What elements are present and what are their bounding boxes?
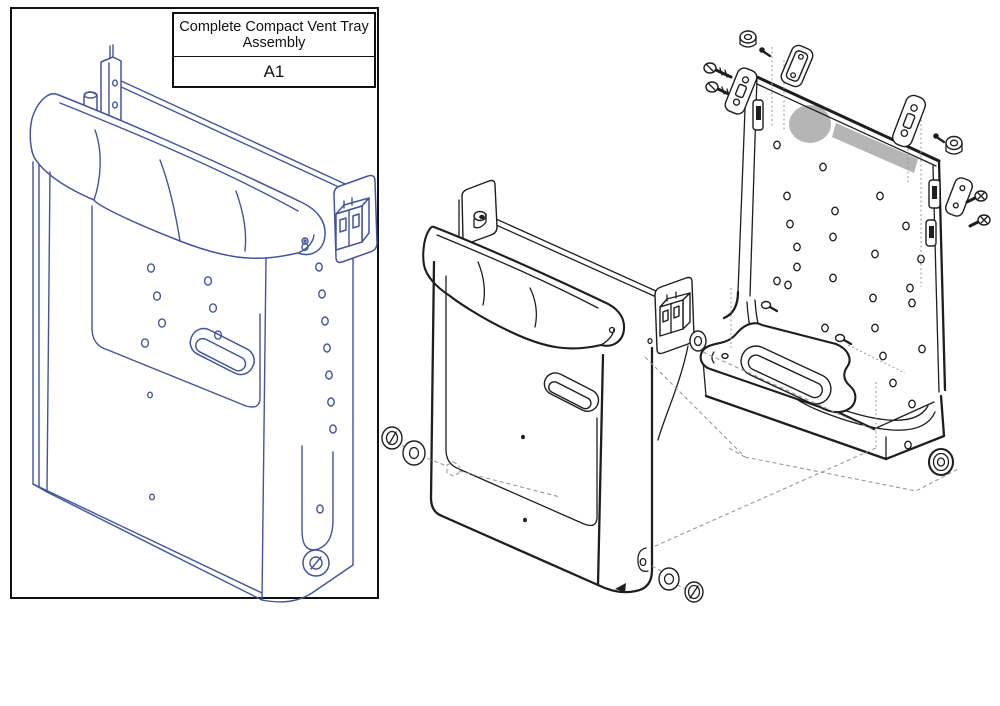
hardware-top-right <box>891 94 991 228</box>
assembly-ref-label: A1 <box>174 56 374 86</box>
hardware-left-washers <box>381 426 426 466</box>
nut-icon <box>945 135 963 155</box>
clamp-plate-icon <box>944 177 974 217</box>
flat-screw-icon <box>965 190 988 204</box>
panel-holes <box>140 263 223 501</box>
handle-pad-icon <box>29 93 326 260</box>
tray-screw-icon <box>760 300 853 346</box>
rear-plate-edge <box>32 73 357 488</box>
vent-tray-body-drawing <box>422 179 695 594</box>
plate-holes <box>773 140 926 450</box>
tray-front-panel-icon <box>429 260 689 594</box>
vent-hole-sticker <box>789 105 831 143</box>
assembly-view-frame <box>10 7 379 599</box>
latch-plate-icon <box>724 67 758 115</box>
bracket-handle-icon <box>699 322 857 414</box>
locknut-icon <box>684 581 704 603</box>
hardware-bottom-right <box>658 567 704 603</box>
assembly-callout: Complete Compact Vent Tray Assembly A1 <box>172 12 376 88</box>
hardware-parts <box>381 30 991 603</box>
alignment-dashed-lines <box>401 47 961 590</box>
complete-assembly-drawing <box>29 44 378 603</box>
latch-block-icon <box>301 174 378 264</box>
latch-plate-icon <box>891 94 927 148</box>
label-sticker <box>832 123 918 173</box>
hardware-top-left <box>703 30 814 115</box>
nut-icon <box>739 30 757 48</box>
edge-stud-icon <box>752 99 941 247</box>
set-screw-icon <box>759 47 772 58</box>
pan-screw-icon <box>705 81 735 98</box>
flanged-washer-icon <box>927 447 955 477</box>
handle-pad-icon <box>422 225 626 350</box>
rear-plate-tab-icon <box>461 179 498 245</box>
side-strip <box>301 262 337 577</box>
latch-block-icon <box>647 276 695 355</box>
locknut-icon <box>381 426 403 450</box>
tray-front-panel-icon <box>32 171 354 603</box>
washer-icon <box>689 330 707 352</box>
flat-screw-icon <box>968 214 991 228</box>
assembly-callout-title: Complete Compact Vent Tray Assembly <box>179 18 369 51</box>
washer-icon <box>402 440 426 466</box>
pan-screw-icon <box>703 62 733 79</box>
set-screw-icon <box>933 133 946 144</box>
clamp-block-icon <box>780 44 814 88</box>
mounting-plate-drawing <box>699 75 947 461</box>
washer-icon <box>658 567 680 591</box>
